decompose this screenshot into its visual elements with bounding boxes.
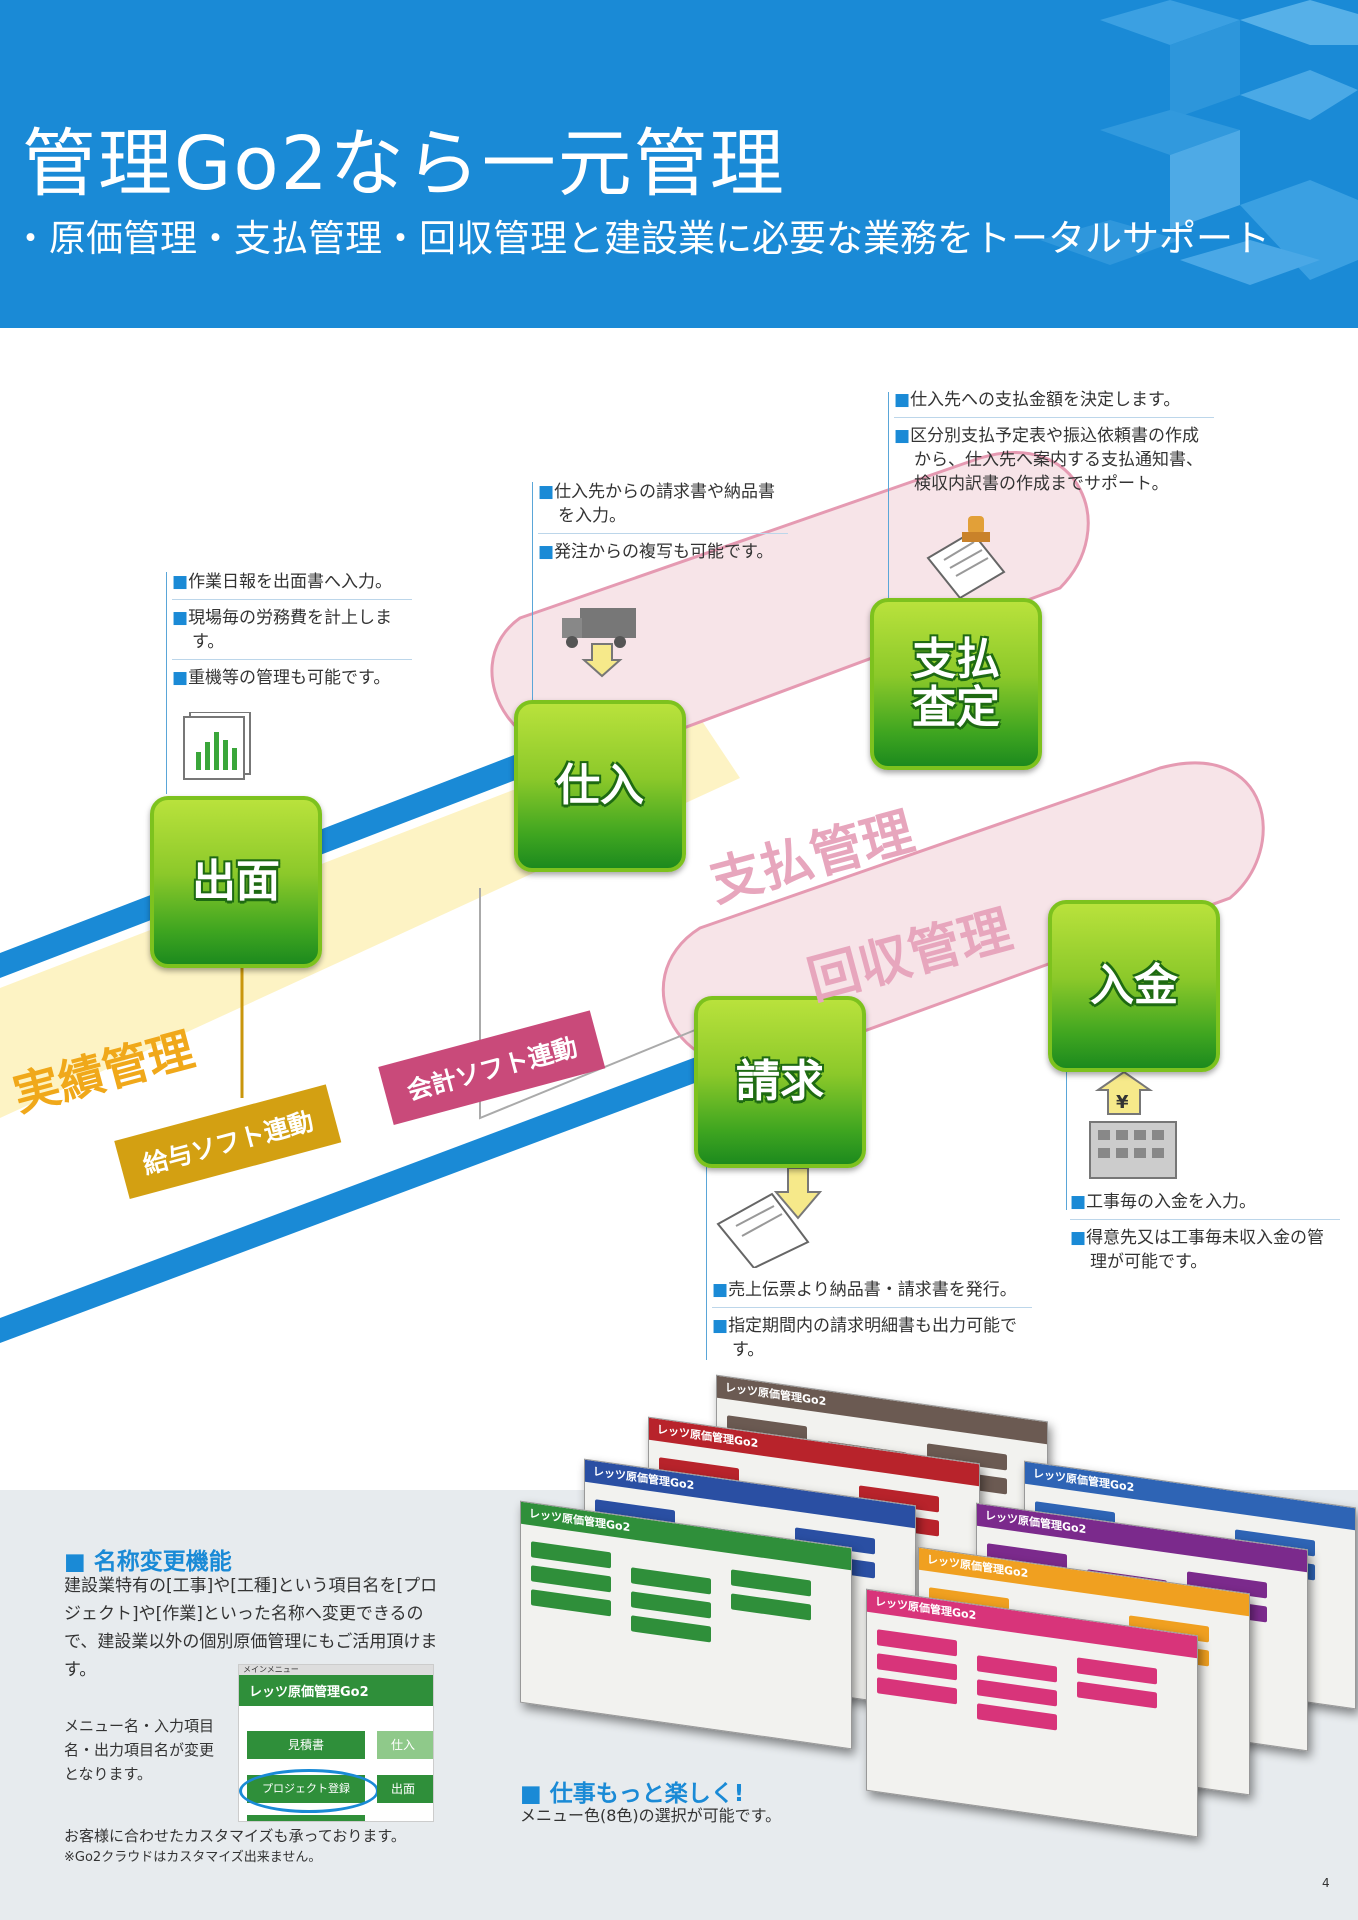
invoice-document-icon — [716, 1168, 823, 1268]
highlight-ellipse — [239, 1769, 379, 1813]
yen-building-icon: ¥ — [1089, 1072, 1177, 1179]
note-line-seikyu — [706, 1160, 707, 1360]
note-line-shiire — [532, 482, 533, 700]
cloud-note: ※Go2クラウドはカスタマイズ出来ません。 — [64, 1850, 322, 1865]
note-line-shiharai — [888, 392, 889, 600]
note-item: 指定期間内の請求明細書も出力可能です。 — [712, 1314, 1032, 1367]
note-nyukin: 工事毎の入金を入力。 得意先又は工事毎未収入金の管理が可能です。 — [1070, 1190, 1340, 1285]
note-item: 工事毎の入金を入力。 — [1070, 1190, 1340, 1220]
color-feature-text: メニュー色(8色)の選択が可能です。 — [520, 1806, 782, 1825]
rename-feature-note: メニュー名・入力項目名・出力項目名が変更となります。 — [64, 1717, 215, 1783]
note-item: 仕入先からの請求書や納品書を入力。 — [538, 480, 788, 534]
app-screen-menu-button — [631, 1567, 711, 1595]
mini-ui-sample: メインメニュー レッツ原価管理Go2 見積書 仕入 プロジェクト登録 出面 — [238, 1664, 434, 1822]
shiharai-satei-box[interactable]: 支払査定 — [870, 598, 1042, 770]
note-line-demen — [166, 572, 167, 794]
color-feature-title: ■ 仕事もっと楽しく! — [520, 1781, 745, 1807]
app-screen-menu-button — [531, 1541, 611, 1569]
app-screen-menu-button — [977, 1655, 1057, 1683]
page-number: 4 — [1322, 1876, 1330, 1890]
app-screen-menu-button — [531, 1565, 611, 1593]
header-banner: 管理Go2なら一元管理 ・原価管理・支払管理・回収管理と建設業に必要な業務をトー… — [0, 0, 1358, 328]
mini-ui-btn-mitsumori[interactable]: 見積書 — [247, 1731, 365, 1759]
shiharai-satei-line1: 支払 — [912, 634, 1000, 685]
note-item: 売上伝票より納品書・請求書を発行。 — [712, 1278, 1032, 1308]
note-shiire: 仕入先からの請求書や納品書を入力。 発注からの複写も可能です。 — [538, 480, 788, 575]
note-shiharai: 仕入先への支払金額を決定します。 区分別支払予定表や振込依頼書の作成から、仕入先… — [894, 388, 1214, 507]
demen-box[interactable]: 出面 — [150, 796, 322, 968]
cube-pattern — [1040, 0, 1358, 285]
note-seikyu: 売上伝票より納品書・請求書を発行。 指定期間内の請求明細書も出力可能です。 — [712, 1278, 1032, 1373]
page-subtitle: ・原価管理・支払管理・回収管理と建設業に必要な業務をトータルサポート — [12, 217, 1270, 260]
chart-document-icon — [183, 712, 251, 780]
app-screen-menu-button — [531, 1589, 611, 1617]
note-item: 重機等の管理も可能です。 — [172, 666, 412, 695]
truck-delivery-icon — [562, 608, 636, 678]
mini-ui-btn-shiire[interactable]: 仕入 — [377, 1731, 433, 1759]
shiire-label: 仕入 — [556, 760, 644, 811]
mini-ui-btn-partial — [247, 1815, 365, 1821]
stamp-document-icon — [926, 516, 1006, 600]
mini-ui-menu-label: メインメニュー — [239, 1665, 433, 1675]
app-screen-menu-button — [1077, 1657, 1157, 1685]
customize-note: お客様に合わせたカスタマイズも承っております。 — [64, 1827, 406, 1845]
shiharai-satei-label: 支払査定 — [912, 636, 1000, 732]
kaishu-capsule — [661, 761, 1265, 1068]
shiire-box[interactable]: 仕入 — [514, 700, 686, 872]
mini-ui-app-title: レッツ原価管理Go2 — [239, 1675, 433, 1706]
app-screen-menu-button — [877, 1653, 957, 1681]
nyukin-box[interactable]: 入金 — [1048, 900, 1220, 1072]
app-screen-menu-button — [977, 1703, 1057, 1731]
note-item: 発注からの複写も可能です。 — [538, 540, 788, 569]
note-item: 現場毎の労務費を計上します。 — [172, 606, 412, 660]
svg-text:¥: ¥ — [1116, 1092, 1129, 1113]
note-item: 作業日報を出面書へ入力。 — [172, 570, 412, 600]
nyukin-label: 入金 — [1090, 960, 1178, 1011]
app-screen-menu-button — [631, 1615, 711, 1643]
mini-ui-btn-demen[interactable]: 出面 — [377, 1775, 433, 1803]
note-item: 得意先又は工事毎未収入金の管理が可能です。 — [1070, 1226, 1340, 1279]
demen-label: 出面 — [192, 856, 280, 907]
app-screen-menu-button — [631, 1591, 711, 1619]
app-screen-menu-button — [731, 1593, 811, 1621]
page-title: 管理Go2なら一元管理 — [22, 121, 786, 207]
app-screen-menu-button — [731, 1569, 811, 1597]
rename-feature-text: 建設業特有の[工事]や[工種]という項目名を[プロジェクト]や[作業]といった名… — [64, 1576, 438, 1680]
shiharai-satei-line2: 査定 — [912, 682, 1000, 733]
app-screen-menu-button — [877, 1677, 957, 1705]
seikyu-box[interactable]: 請求 — [694, 996, 866, 1168]
note-item: 区分別支払予定表や振込依頼書の作成から、仕入先へ案内する支払通知書、検収内訳書の… — [894, 424, 1214, 501]
seikyu-label: 請求 — [736, 1056, 824, 1107]
app-screen-menu-button — [1077, 1681, 1157, 1709]
note-demen: 作業日報を出面書へ入力。 現場毎の労務費を計上します。 重機等の管理も可能です。 — [172, 570, 412, 701]
app-screen-menu-button — [877, 1629, 957, 1657]
note-line-nyukin — [1066, 1060, 1067, 1210]
app-screen-menu-button — [977, 1679, 1057, 1707]
note-item: 仕入先への支払金額を決定します。 — [894, 388, 1214, 418]
rename-feature-title: ■ 名称変更機能 — [64, 1549, 232, 1575]
